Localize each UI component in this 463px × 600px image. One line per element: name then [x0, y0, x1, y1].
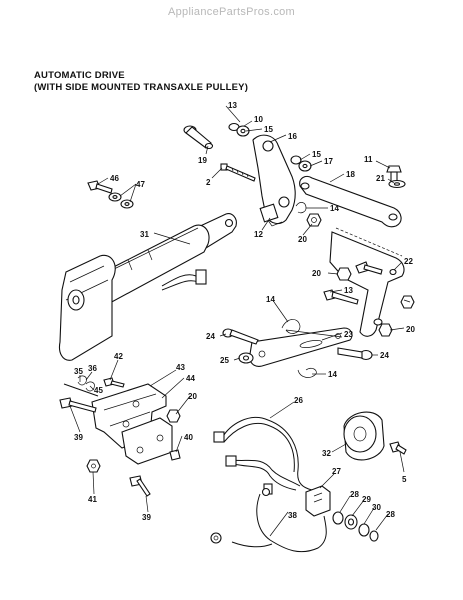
- pulley-32: [343, 411, 385, 461]
- callout-35: 35: [74, 367, 83, 376]
- leader-lines: [69, 105, 411, 537]
- callout-16: 16: [288, 132, 297, 141]
- callout-2: 2: [206, 178, 211, 187]
- callout-45: 45: [94, 386, 103, 395]
- title-line-2: (WITH SIDE MOUNTED TRANSAXLE PULLEY): [34, 82, 249, 93]
- clip-14-upper: [295, 202, 307, 214]
- nut-20-bracket-right: [378, 295, 415, 337]
- callout-10: 10: [254, 115, 263, 124]
- callout-41: 41: [88, 495, 97, 504]
- callout-14-plate-bottom: 14: [328, 370, 337, 379]
- callout-14-plate-top: 14: [266, 295, 275, 304]
- callout-47: 47: [136, 180, 145, 189]
- callout-24-right: 24: [380, 351, 389, 360]
- callout-24-left: 24: [206, 332, 215, 341]
- callout-20-bracket: 20: [312, 269, 321, 278]
- bolt-5: [389, 441, 407, 455]
- diagram-title: AUTOMATIC DRIVE (WITH SIDE MOUNTED TRANS…: [34, 70, 248, 94]
- bolt-39-upper: [59, 397, 97, 413]
- callout-14-upper: 14: [330, 204, 339, 213]
- bolt-13-lower: [323, 289, 359, 305]
- bolt-40: [169, 449, 181, 461]
- callout-5: 5: [402, 475, 407, 484]
- spacer-25: [238, 352, 254, 364]
- mount-bracket-44: [121, 417, 173, 465]
- plate-23: [249, 327, 353, 367]
- callout-15-upper: 15: [264, 125, 273, 134]
- bell-crank-16: [252, 134, 296, 227]
- callout-22: 22: [404, 257, 413, 266]
- callout-39-upper: 39: [74, 433, 83, 442]
- callout-12: 12: [254, 230, 263, 239]
- callout-20-bracket-right: 20: [406, 325, 415, 334]
- callout-26: 26: [294, 396, 303, 405]
- callout-23: 23: [344, 330, 353, 339]
- bolt-42: [103, 377, 125, 388]
- pin-19: [183, 125, 214, 150]
- bushing-15-17: [290, 155, 312, 172]
- washers-47: [108, 192, 134, 209]
- callout-44: 44: [186, 374, 195, 383]
- nut-20-upper: [306, 213, 322, 227]
- callout-40: 40: [184, 433, 193, 442]
- callout-13-lower: 13: [344, 286, 353, 295]
- callout-38: 38: [288, 511, 297, 520]
- bolt-46: [87, 180, 113, 194]
- callout-17: 17: [324, 157, 333, 166]
- wire-harness-38: [210, 487, 327, 553]
- wire-harness-26: [213, 416, 313, 495]
- bushing-10-15: [228, 122, 250, 137]
- callout-19: 19: [198, 156, 207, 165]
- clip-14-plate-top: [281, 319, 301, 334]
- nut-41: [86, 459, 101, 473]
- callout-43: 43: [176, 363, 185, 372]
- watermark: AppliancePartsPros.com: [167, 6, 296, 18]
- clip-14-plate-bottom: [297, 368, 317, 378]
- callout-28-lower: 28: [386, 510, 395, 519]
- callout-29: 29: [362, 495, 371, 504]
- callout-28-upper: 28: [350, 490, 359, 499]
- title-line-1: AUTOMATIC DRIVE: [34, 70, 125, 81]
- pin-24-left: [222, 328, 259, 345]
- callout-31: 31: [140, 230, 149, 239]
- callout-32: 32: [322, 449, 331, 458]
- bolt-bracket-top: [355, 261, 383, 275]
- callout-42: 42: [114, 352, 123, 361]
- callout-25: 25: [220, 356, 229, 365]
- callout-36: 36: [88, 364, 97, 373]
- nut-20-bracket: [336, 267, 352, 281]
- callout-46: 46: [110, 174, 119, 183]
- bolt-2: [220, 163, 256, 182]
- callout-21: 21: [376, 174, 385, 183]
- pin-24-right: [337, 347, 373, 361]
- link-rod-18: [299, 175, 402, 228]
- callout-30: 30: [372, 503, 381, 512]
- washers-28-29-30: [332, 511, 379, 542]
- switch-27: [305, 485, 331, 517]
- callout-39-lower: 39: [142, 513, 151, 522]
- bolt-11: [386, 165, 402, 185]
- callout-20-mount: 20: [188, 392, 197, 401]
- bolt-39-lower: [129, 475, 151, 497]
- bracket-22: [329, 227, 405, 337]
- callout-18: 18: [346, 170, 355, 179]
- callout-27: 27: [332, 467, 341, 476]
- actuator-31: [58, 213, 237, 361]
- callout-13-upper: 13: [228, 101, 237, 110]
- callout-20-upper: 20: [298, 235, 307, 244]
- callout-11: 11: [364, 155, 373, 164]
- callout-15-right: 15: [312, 150, 321, 159]
- spring-pin-35-36-45: [63, 375, 99, 397]
